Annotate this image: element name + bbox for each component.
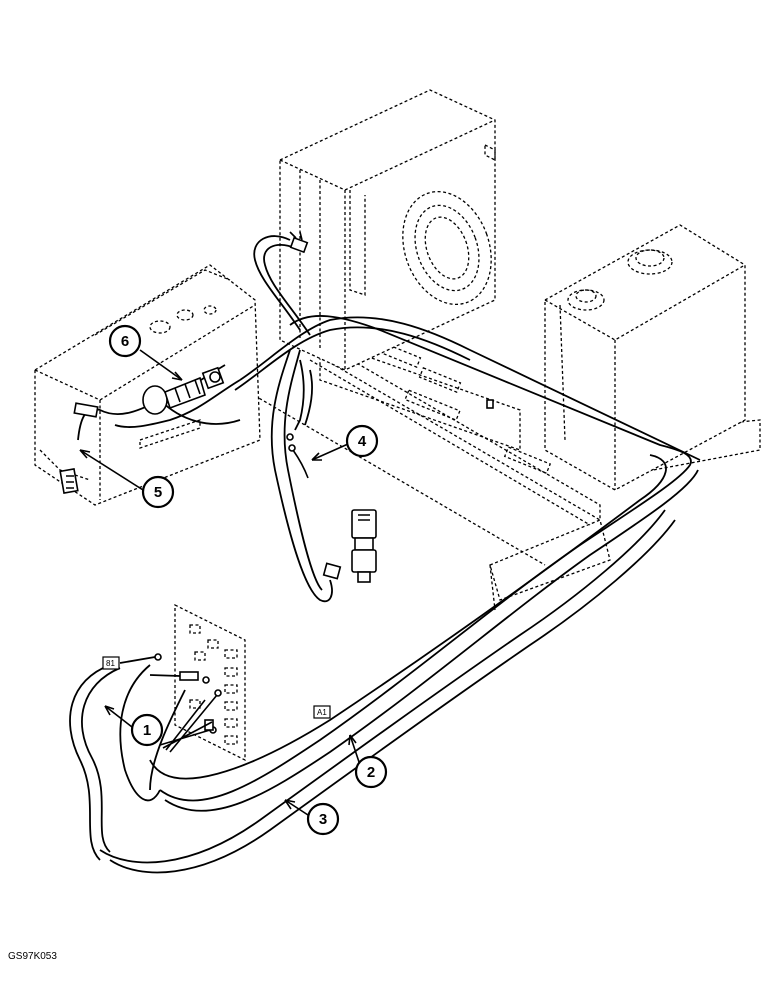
machine-frame-outline xyxy=(244,328,761,611)
fuel-sender-flange xyxy=(142,385,168,415)
callout-3: 3 xyxy=(284,799,340,836)
svg-text:6: 6 xyxy=(121,333,129,350)
hydraulic-tank-outline xyxy=(544,224,746,491)
svg-text:2: 2 xyxy=(367,764,375,781)
callout-6: 6 xyxy=(108,324,183,381)
svg-text:4: 4 xyxy=(358,433,367,450)
tag-left-text: 81 xyxy=(106,659,115,668)
callout-4: 4 xyxy=(311,424,379,461)
fuel-tank-outline xyxy=(34,264,261,506)
harness-tag-right: A1 xyxy=(313,705,331,719)
svg-text:1: 1 xyxy=(143,722,151,739)
harness-tag-left: 81 xyxy=(102,656,120,670)
tag-right-text: A1 xyxy=(317,708,327,717)
svg-text:5: 5 xyxy=(154,484,162,501)
figure-reference-code: GS97K053 xyxy=(8,951,57,962)
callout-5: 5 xyxy=(79,449,175,509)
svg-text:3: 3 xyxy=(319,811,327,828)
callout-2: 2 xyxy=(348,734,388,789)
connectors xyxy=(59,231,494,753)
instrument-panel-outline xyxy=(174,603,246,762)
engine-housing-outline xyxy=(279,89,496,371)
callout-1: 1 xyxy=(104,705,164,747)
